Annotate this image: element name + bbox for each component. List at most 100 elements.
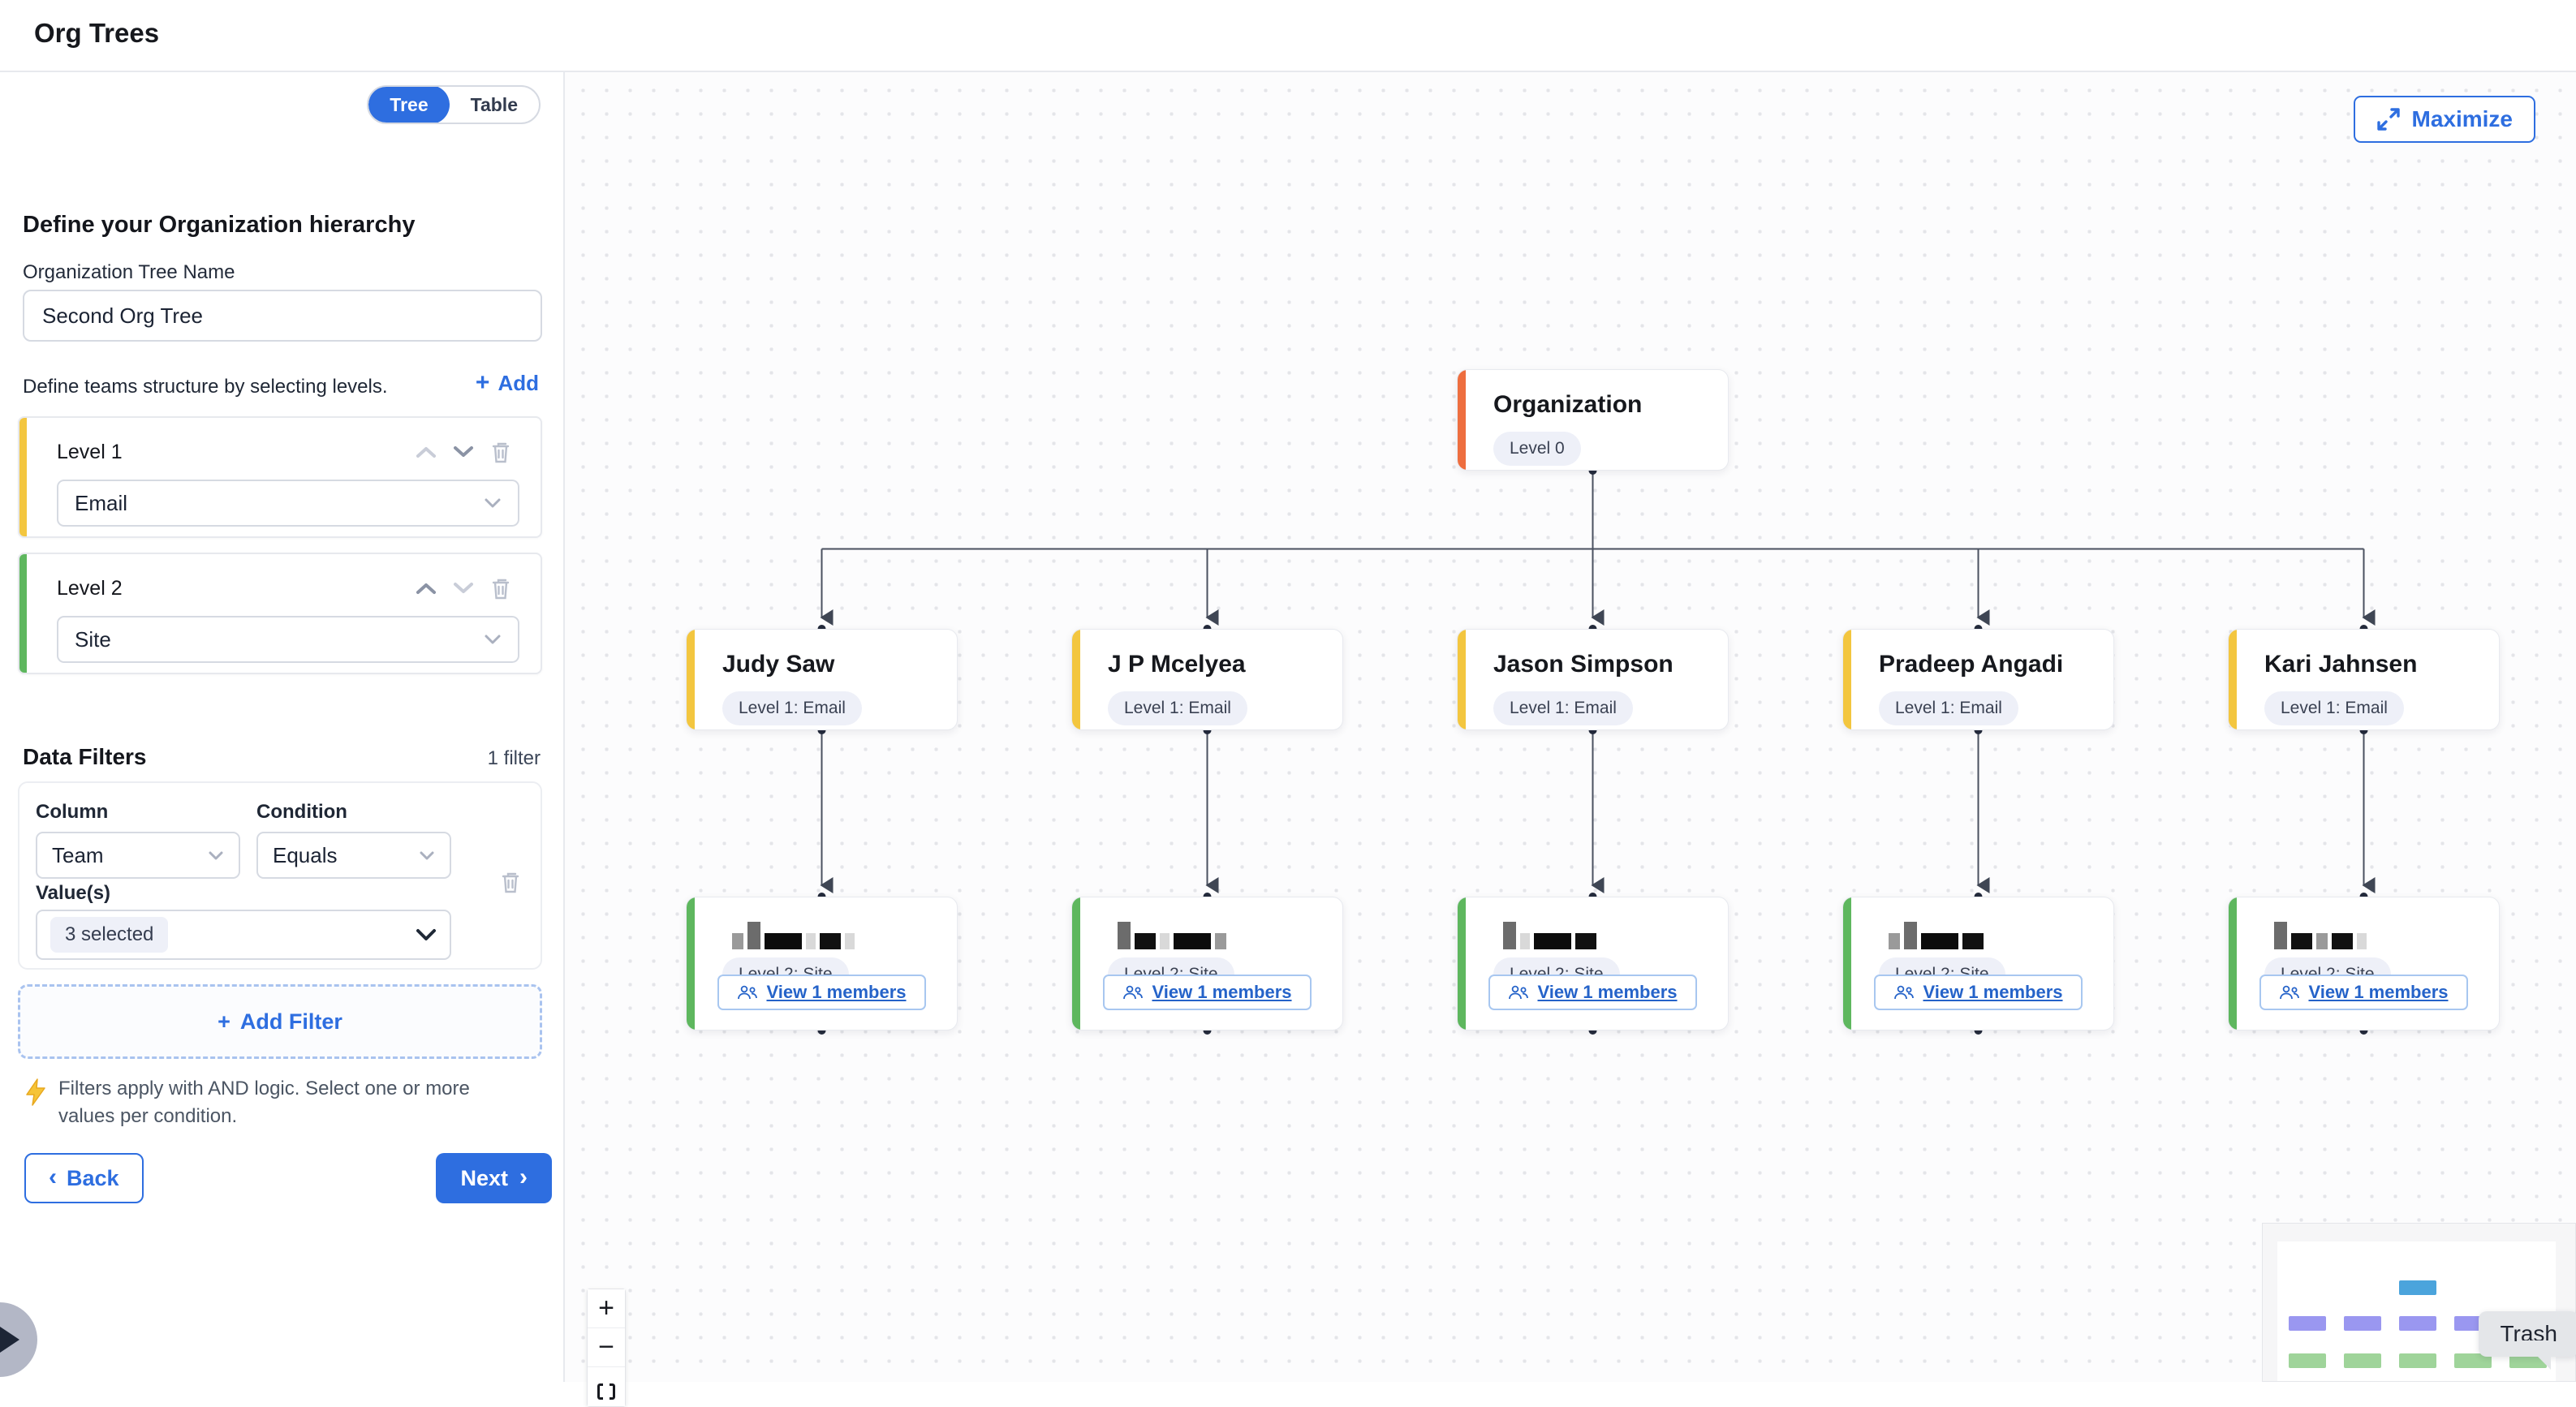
level2-accent-strip xyxy=(1843,897,1851,1030)
node-level-badge: Level 1: Email xyxy=(1879,691,2018,725)
level1-accent-strip xyxy=(1458,630,1466,729)
move-up-button[interactable] xyxy=(407,572,445,605)
tree-name-label: Organization Tree Name xyxy=(23,261,235,283)
view-members-button[interactable]: View 1 members xyxy=(2259,975,2468,1010)
zoom-in-button[interactable]: + xyxy=(588,1289,625,1328)
chevron-up-icon xyxy=(416,447,436,458)
people-icon xyxy=(1509,985,1529,1000)
zoom-controls: + − xyxy=(587,1289,626,1407)
toggle-table[interactable]: Table xyxy=(470,93,518,115)
level-card-1: Level 1 Email xyxy=(18,416,542,538)
page-title: Org Trees xyxy=(34,18,160,48)
org-node-root[interactable]: Organization Level 0 xyxy=(1457,369,1729,471)
node-title: Organization xyxy=(1493,391,1643,418)
people-icon xyxy=(1123,985,1144,1000)
filter-row: Column Condition Team Equals Value(s) 3 … xyxy=(18,781,542,970)
level1-accent-strip xyxy=(687,630,695,729)
people-icon xyxy=(738,985,758,1000)
level2-select[interactable]: Site xyxy=(57,616,519,663)
collapse-panel-toggle[interactable] xyxy=(0,1302,37,1377)
view-members-button[interactable]: View 1 members xyxy=(717,975,926,1010)
chevron-up-icon xyxy=(416,583,436,594)
delete-level-button[interactable] xyxy=(482,572,519,605)
back-button[interactable]: ‹ Back xyxy=(24,1153,144,1203)
move-up-button[interactable] xyxy=(407,436,445,468)
level2-accent-strip xyxy=(19,554,27,673)
node-title: Judy Saw xyxy=(722,651,835,678)
hierarchy-panel: Tree Table Define your Organization hier… xyxy=(0,72,565,1382)
move-down-button[interactable] xyxy=(445,436,482,468)
redacted-name xyxy=(1503,922,1728,949)
filters-note: Filters apply with AND logic. Select one… xyxy=(24,1075,503,1130)
node-level-badge: Level 1: Email xyxy=(1493,691,1633,725)
zoom-out-button[interactable]: − xyxy=(588,1328,625,1367)
org-node-level1[interactable]: Judy Saw Level 1: Email xyxy=(686,629,958,730)
filter-column-select[interactable]: Team xyxy=(36,832,240,879)
chevron-left-icon: ‹ xyxy=(49,1163,57,1190)
node-title: Jason Simpson xyxy=(1493,651,1674,678)
node-level-badge: Level 0 xyxy=(1493,432,1581,466)
node-title: J P Mcelyea xyxy=(1108,651,1246,678)
level2-accent-strip xyxy=(1072,897,1080,1030)
filter-condition-select[interactable]: Equals xyxy=(256,832,451,879)
view-members-label: View 1 members xyxy=(766,982,907,1002)
root-accent-strip xyxy=(1458,370,1466,470)
trash-icon xyxy=(502,872,519,893)
view-members-label: View 1 members xyxy=(1152,982,1292,1002)
values-label: Value(s) xyxy=(36,882,111,904)
view-members-button[interactable]: View 1 members xyxy=(1103,975,1312,1010)
add-filter-button[interactable]: + Add Filter xyxy=(18,984,542,1059)
maximize-button[interactable]: Maximize xyxy=(2353,96,2535,143)
org-node-level1[interactable]: Jason Simpson Level 1: Email xyxy=(1457,629,1729,730)
redacted-name xyxy=(1118,922,1342,949)
delete-level-button[interactable] xyxy=(482,436,519,468)
org-node-level2[interactable]: Level 2: Site View 1 members xyxy=(1071,897,1343,1031)
level2-accent-strip xyxy=(2229,897,2237,1030)
tree-name-input[interactable] xyxy=(23,290,542,342)
view-members-label: View 1 members xyxy=(2308,982,2449,1002)
next-button[interactable]: Next › xyxy=(436,1153,552,1203)
level1-accent-strip xyxy=(1072,630,1080,729)
minimap-level2-node xyxy=(2399,1353,2436,1368)
chevron-right-icon: › xyxy=(519,1163,528,1190)
chevron-down-icon xyxy=(454,583,473,593)
node-level-badge: Level 1: Email xyxy=(1108,691,1247,725)
minimap[interactable]: Trash xyxy=(2262,1223,2576,1382)
column-label: Column xyxy=(36,801,109,823)
back-label: Back xyxy=(67,1165,119,1190)
level2-accent-strip xyxy=(687,897,695,1030)
org-node-level2[interactable]: Level 2: Site View 1 members xyxy=(1457,897,1729,1031)
filter-values-select[interactable]: 3 selected xyxy=(36,910,451,960)
view-toggle[interactable]: Tree Table xyxy=(367,85,541,124)
level1-value: Email xyxy=(75,490,128,515)
level2-value: Site xyxy=(75,626,111,652)
condition-label: Condition xyxy=(256,801,347,823)
view-members-button[interactable]: View 1 members xyxy=(1874,975,2083,1010)
node-level-badge: Level 1: Email xyxy=(2264,691,2404,725)
toggle-tree[interactable]: Tree xyxy=(368,87,450,123)
level1-select[interactable]: Email xyxy=(57,480,519,527)
org-node-level1[interactable]: Pradeep Angadi Level 1: Email xyxy=(1842,629,2114,730)
people-icon xyxy=(2280,985,2300,1000)
node-title: Kari Jahnsen xyxy=(2264,651,2418,678)
org-node-level1[interactable]: Kari Jahnsen Level 1: Email xyxy=(2228,629,2500,730)
minimap-level1-node xyxy=(2344,1316,2381,1331)
expand-icon xyxy=(2376,108,2400,131)
filters-note-text: Filters apply with AND logic. Select one… xyxy=(58,1078,470,1128)
level1-accent-strip xyxy=(2229,630,2237,729)
org-tree-canvas[interactable]: Maximize xyxy=(565,72,2576,1407)
minimap-level1-node xyxy=(2289,1316,2326,1331)
add-level-button[interactable]: + Add xyxy=(476,369,539,397)
org-node-level1[interactable]: J P Mcelyea Level 1: Email xyxy=(1071,629,1343,730)
delete-filter-button[interactable] xyxy=(492,866,529,898)
node-level-badge: Level 1: Email xyxy=(722,691,862,725)
view-members-button[interactable]: View 1 members xyxy=(1488,975,1697,1010)
level2-accent-strip xyxy=(1458,897,1466,1030)
maximize-label: Maximize xyxy=(2411,106,2514,131)
redacted-name xyxy=(732,922,957,949)
org-node-level2[interactable]: Level 2: Site View 1 members xyxy=(686,897,958,1031)
org-node-level2[interactable]: Level 2: Site View 1 members xyxy=(1842,897,2114,1031)
org-node-level2[interactable]: Level 2: Site View 1 members xyxy=(2228,897,2500,1031)
fit-view-button[interactable] xyxy=(588,1367,625,1406)
move-down-button[interactable] xyxy=(445,572,482,605)
